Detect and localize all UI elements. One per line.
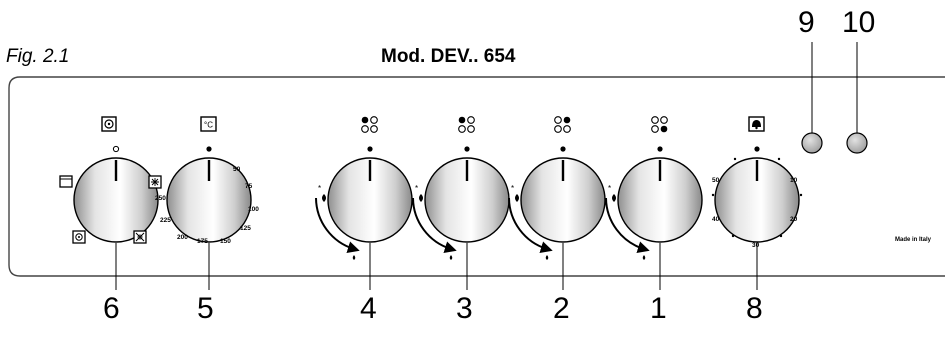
grill-icon: [148, 175, 162, 189]
off-marker-8: [754, 146, 760, 152]
scale-50: 50: [233, 166, 241, 173]
callout-5: 5: [197, 292, 214, 325]
timer-scale-20: 20: [790, 216, 798, 223]
timer-knob[interactable]: [714, 157, 800, 243]
scale-250: 250: [155, 195, 166, 202]
flame-min-icon: [449, 255, 453, 260]
timer-scale-30: 30: [752, 242, 760, 249]
scale-200: 200: [177, 234, 188, 241]
hob-zone-rear-right-icon: [458, 116, 475, 133]
oven-function-knob[interactable]: [73, 157, 159, 243]
callout-6: 6: [103, 292, 120, 325]
svg-text:*: *: [415, 184, 418, 193]
timer-tick-dots: [711, 157, 803, 238]
thermometer-icon: °C: [200, 116, 217, 132]
off-marker-4: [367, 146, 373, 152]
hob-knob-3[interactable]: [412, 157, 510, 253]
flame-min-icon: [545, 255, 549, 260]
light-icon: [59, 175, 73, 188]
indicator-light-10: [846, 132, 868, 154]
svg-text:*: *: [318, 184, 321, 193]
timer-scale-50: 50: [712, 177, 720, 184]
timer-scale-40: 40: [712, 216, 720, 223]
hob-knob-4[interactable]: [315, 157, 413, 253]
figure-caption: Fig. 2.1: [6, 46, 70, 67]
timer-scale: 10 20 30 40 50: [712, 177, 798, 249]
bell-icon: [748, 116, 765, 132]
off-marker-3: [464, 146, 470, 152]
scale-175: 175: [197, 238, 208, 245]
fan-grill-icon: [72, 230, 86, 244]
scale-75: 75: [245, 183, 253, 190]
callout-9: 9: [798, 6, 815, 39]
svg-text:*: *: [511, 184, 514, 193]
flame-min-icon: [642, 255, 646, 260]
off-marker-5: [206, 146, 212, 152]
hob-zone-rear-left-icon: [361, 116, 378, 133]
flame-max-icon: *: [608, 184, 616, 202]
defrost-icon: [133, 230, 147, 244]
flame-min-icon: [352, 255, 356, 260]
scale-100: 100: [248, 206, 259, 213]
scale-125: 125: [240, 225, 251, 232]
timer-scale-10: 10: [790, 177, 798, 184]
callout-1: 1: [650, 292, 667, 325]
scale-225: 225: [160, 217, 171, 224]
thermostat-scale: 50 75 100 125 150 175 200 225 250: [155, 166, 259, 245]
hob-zone-front-right-icon: [554, 116, 571, 133]
leader-lines: [115, 42, 858, 290]
model-title: Mod. DEV.. 654: [381, 46, 516, 67]
panel-outline: [8, 76, 945, 277]
svg-text:°C: °C: [204, 121, 213, 130]
off-marker-6: [112, 145, 120, 153]
flame-max-icon: *: [415, 184, 423, 202]
callout-4: 4: [360, 292, 377, 325]
callout-10: 10: [842, 6, 876, 39]
fan-icon: [101, 116, 117, 132]
flame-max-icon: *: [511, 184, 519, 202]
flame-max-icon: *: [318, 184, 326, 202]
indicator-light-9: [801, 132, 823, 154]
callout-8: 8: [746, 292, 763, 325]
callout-3: 3: [456, 292, 473, 325]
hob-knob-2[interactable]: [508, 157, 606, 253]
thermostat-knob[interactable]: [166, 157, 252, 243]
scale-150: 150: [220, 238, 231, 245]
made-in-label: Made in Italy: [895, 237, 932, 243]
callout-2: 2: [553, 292, 570, 325]
off-marker-2: [560, 146, 566, 152]
hob-zone-front-left-icon: [651, 116, 668, 133]
svg-text:*: *: [608, 184, 611, 193]
hob-knob-1[interactable]: [605, 157, 703, 253]
off-marker-1: [657, 146, 663, 152]
